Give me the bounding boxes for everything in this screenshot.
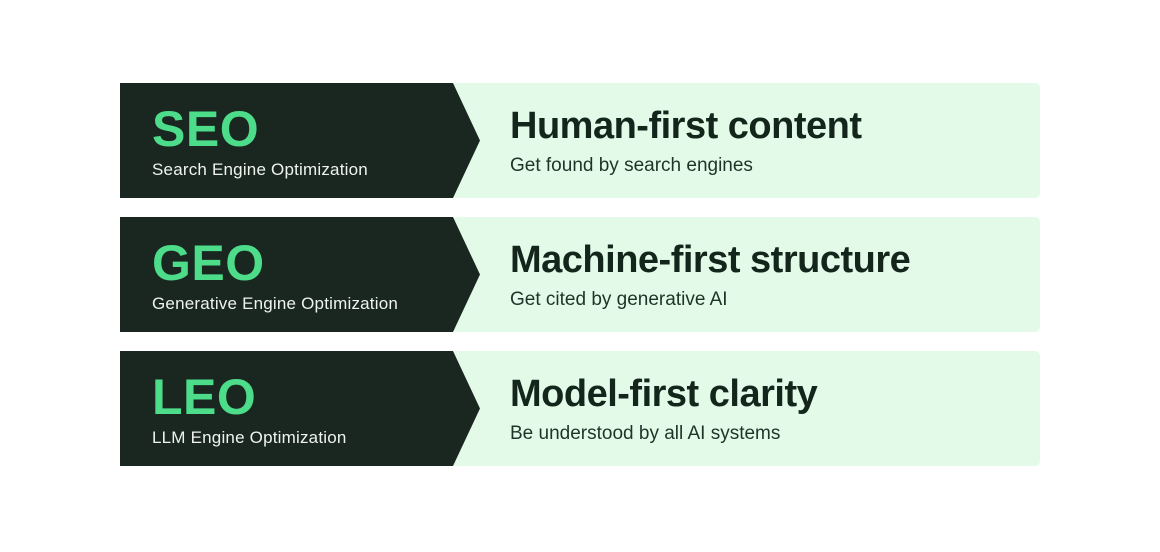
geo-arrow-label: GEO Generative Engine Optimization (120, 217, 480, 332)
geo-subtitle: Get cited by generative AI (510, 288, 728, 310)
row-geo: Machine-first structure Get cited by gen… (120, 217, 1040, 332)
leo-acronym: LEO (152, 368, 257, 425)
row-seo: Human-first content Get found by search … (120, 83, 1040, 198)
geo-acronym-full: Generative Engine Optimization (152, 293, 399, 313)
geo-title: Machine-first structure (510, 238, 911, 281)
seo-arrow-label: SEO Search Engine Optimization (120, 83, 480, 198)
leo-arrow-label: LEO LLM Engine Optimization (120, 351, 480, 466)
seo-acronym: SEO (152, 100, 260, 157)
seo-subtitle: Get found by search engines (510, 154, 753, 176)
seo-description-panel: Human-first content Get found by search … (452, 83, 1040, 198)
row-leo: Model-first clarity Be understood by all… (120, 351, 1040, 466)
leo-description-panel: Model-first clarity Be understood by all… (452, 351, 1040, 466)
geo-acronym: GEO (152, 234, 265, 291)
geo-description-panel: Machine-first structure Get cited by gen… (452, 217, 1040, 332)
leo-title: Model-first clarity (510, 372, 818, 415)
rows-container: Human-first content Get found by search … (120, 83, 1040, 466)
seo-acronym-full: Search Engine Optimization (152, 159, 368, 179)
leo-subtitle: Be understood by all AI systems (510, 422, 781, 444)
seo-title: Human-first content (510, 104, 862, 147)
leo-acronym-full: LLM Engine Optimization (152, 427, 347, 447)
